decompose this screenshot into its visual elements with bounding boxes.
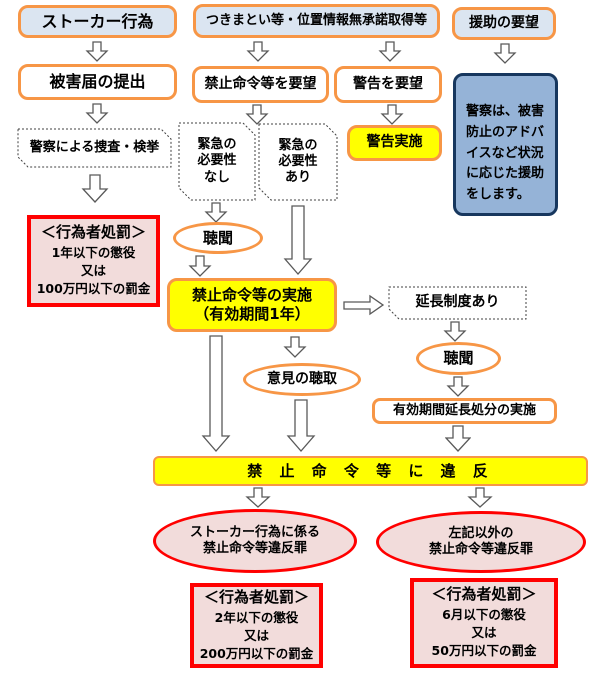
node-punishment-violation-left: ＜行為者処罰＞ 2年以下の懲役 又は 200万円以下の罰金 — [190, 583, 323, 668]
node-label: 延長制度あり — [415, 294, 500, 311]
punishment-line: 又は — [243, 627, 269, 643]
down-arrow — [446, 376, 470, 397]
node-label: 禁止命令等違反罪 — [202, 541, 307, 556]
node-label: あり — [284, 170, 311, 186]
punishment-title: ＜行為者処罰＞ — [203, 587, 309, 606]
node-punishment-violation-right: ＜行為者処罰＞ 6月以下の懲役 又は 50万円以下の罰金 — [410, 578, 558, 668]
down-arrow — [493, 43, 517, 64]
node-police-investigation: 警察による捜査・検挙 — [17, 128, 172, 168]
node-label: 必要性 — [278, 153, 318, 169]
node-hearing-2: 聴聞 — [416, 342, 501, 375]
down-arrow — [443, 321, 467, 342]
down-arrow — [445, 425, 471, 452]
down-arrow — [378, 41, 402, 62]
punishment-line: 6月以下の懲役 — [442, 607, 526, 623]
node-violation-bar: 禁 止 命 令 等 に 違 反 — [153, 456, 588, 486]
punishment-line: 又は — [80, 263, 106, 279]
node-label: 警察による捜査・検挙 — [29, 139, 160, 155]
node-police-assist-note: 警察は、被害防止のアドバイスなど状況に応じた援助をします。 — [453, 73, 558, 216]
cut-corner-border — [17, 128, 172, 168]
node-urgency-yes: 緊急の 必要性 あり — [258, 123, 338, 201]
down-arrow — [246, 41, 270, 62]
node-other-violation-crime: 左記以外の 禁止命令等違反罪 — [376, 511, 586, 573]
node-stalking-violation-crime: ストーカー行為に係る 禁止命令等違反罪 — [153, 509, 357, 573]
down-arrow — [380, 104, 404, 125]
long-down-arrow — [283, 205, 313, 275]
node-label: 緊急の — [278, 137, 318, 153]
down-arrow — [81, 174, 109, 203]
cut-corner-border — [178, 122, 256, 201]
punishment-line: 50万円以下の罰金 — [431, 643, 537, 659]
down-arrow — [85, 41, 109, 62]
cut-corner-border — [258, 123, 338, 201]
right-arrow — [343, 294, 385, 316]
node-warning-executed: 警告実施 — [347, 125, 442, 161]
node-label: 必要性 — [197, 153, 237, 169]
long-down-arrow — [201, 335, 231, 452]
down-arrow — [188, 255, 212, 277]
cut-corner-border — [388, 286, 527, 320]
node-label: なし — [203, 169, 230, 185]
node-label: 緊急の — [197, 137, 237, 153]
down-arrow — [283, 336, 307, 358]
down-arrow — [467, 487, 493, 508]
node-label: 禁止命令等違反罪 — [428, 542, 533, 557]
down-arrow — [204, 202, 228, 223]
node-tsukimatoi: つきまとい等・位置情報無承諾取得等 — [193, 4, 440, 38]
node-punishment-stalking: ＜行為者処罰＞ 1年以下の懲役 又は 100万円以下の罰金 — [27, 215, 160, 307]
node-label: （有効期間1年） — [194, 305, 310, 323]
node-urgency-no: 緊急の 必要性 なし — [178, 122, 256, 201]
down-arrow — [245, 487, 271, 508]
punishment-line: 又は — [471, 625, 497, 641]
node-extension-executed: 有効期間延長処分の実施 — [372, 398, 557, 424]
node-damage-report: 被害届の提出 — [18, 64, 177, 100]
node-label: ストーカー行為に係る — [189, 524, 320, 540]
punishment-title: ＜行為者処罰＞ — [431, 585, 537, 604]
long-down-arrow — [286, 399, 316, 452]
node-hearing-1: 聴聞 — [173, 222, 263, 254]
node-label: 左記以外の — [448, 525, 514, 541]
node-prohibition-order-executed: 禁止命令等の実施 （有効期間1年） — [167, 278, 337, 332]
node-prohibition-order-request: 禁止命令等を要望 — [192, 66, 329, 103]
down-arrow — [85, 103, 109, 124]
down-arrow — [245, 104, 269, 125]
punishment-line: 200万円以下の罰金 — [199, 645, 314, 661]
node-assist-request: 援助の要望 — [452, 7, 556, 40]
node-warning-request: 警告を要望 — [334, 66, 442, 103]
node-opinion-hearing: 意見の聴取 — [243, 363, 361, 396]
punishment-line: 100万円以下の罰金 — [36, 281, 151, 297]
node-extension-system: 延長制度あり — [388, 286, 527, 320]
punishment-title: ＜行為者処罰＞ — [40, 223, 146, 242]
node-label: 禁止命令等の実施 — [191, 286, 312, 305]
punishment-line: 1年以下の懲役 — [51, 245, 136, 261]
punishment-line: 2年以下の懲役 — [214, 609, 299, 625]
node-stalker-act: ストーカー行為 — [18, 5, 177, 38]
